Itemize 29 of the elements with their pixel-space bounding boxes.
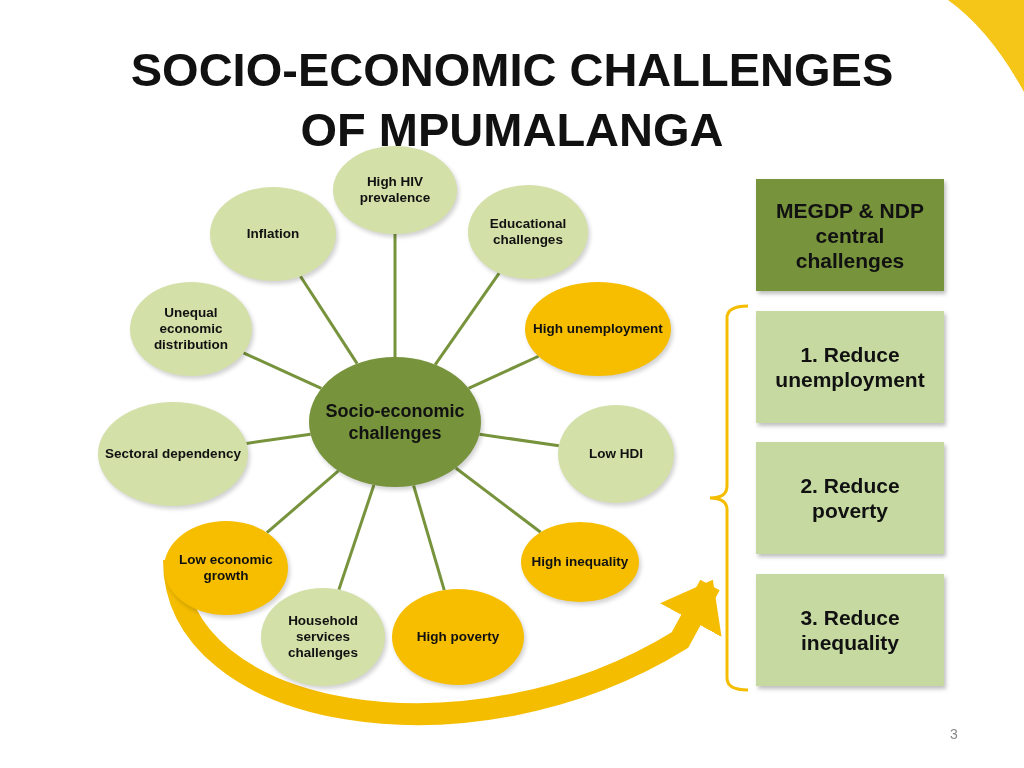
central-ellipse: Socio-economic challenges: [309, 357, 481, 487]
connector-line: [265, 469, 340, 534]
challenge-ellipse: Unequal economic distribution: [130, 282, 252, 376]
connector-line: [479, 432, 560, 448]
connector-line: [434, 272, 501, 366]
challenge-ellipse: Educational challenges: [468, 185, 588, 279]
challenge-ellipse: High unemployment: [525, 282, 671, 376]
challenge-ellipse: High inequality: [521, 522, 639, 602]
page-number: 3: [950, 726, 958, 742]
connector-line: [246, 432, 311, 445]
connector-line: [337, 484, 376, 591]
challenge-ellipse: High HIV prevalence: [333, 146, 457, 234]
bracket: [708, 304, 750, 692]
goal-box: 3. Reduce inequality: [756, 574, 944, 686]
challenge-ellipse: High poverty: [392, 589, 524, 685]
challenge-ellipse: Household services challenges: [261, 588, 385, 686]
connector-line: [412, 485, 446, 591]
connector-line: [454, 466, 542, 534]
challenge-ellipse: Low HDI: [558, 405, 674, 503]
challenge-ellipse: Inflation: [210, 187, 336, 281]
heading-box: MEGDP & NDP central challenges: [756, 179, 944, 291]
goal-box: 2. Reduce poverty: [756, 442, 944, 554]
connector-line: [299, 275, 359, 365]
challenge-ellipse: Sectoral dependency: [98, 402, 248, 506]
challenge-ellipse: Low economic growth: [164, 521, 288, 615]
goal-box: 1. Reduce unemployment: [756, 311, 944, 423]
connector-line: [393, 234, 397, 357]
connector-line: [242, 351, 322, 390]
connector-line: [467, 354, 540, 390]
